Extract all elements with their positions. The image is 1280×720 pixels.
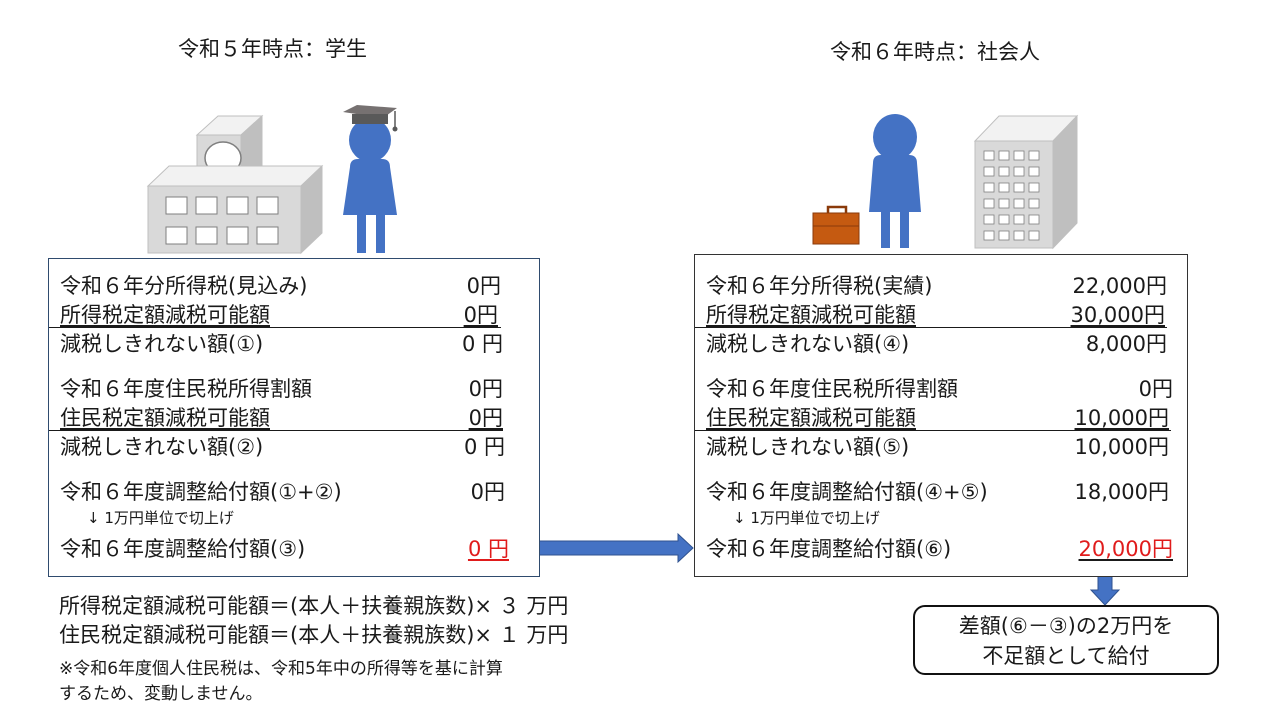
row: 令和６年分所得税(実績) 22,000円 [695, 270, 1187, 298]
row: 住民税定額減税可能額 0円 [49, 402, 503, 431]
transition-arrow [514, 532, 694, 564]
row-value: 0 円 [463, 435, 505, 459]
row-value: 0円 [466, 274, 501, 298]
row-label: 減税しきれない額(④) [706, 332, 910, 356]
row: 住民税定額減税可能額 10,000円 [695, 402, 1171, 431]
difference-callout: 差額(⑥－③)の2万円を 不足額として給付 [913, 605, 1219, 675]
row-value: 0円 [1138, 377, 1173, 401]
row-value: 8,000円 [1085, 332, 1167, 356]
footnote-line1: ※令和6年度個人住民税は、令和5年中の所得等を基に計算 [59, 659, 503, 679]
resident-tax-formula: 住民税定額減税可能額＝(本人＋扶養親族数)× １ 万円 [59, 623, 569, 647]
row-label: 令和６年度調整給付額(④+⑤) [706, 480, 988, 504]
highlight-value: 20,000円 [1078, 537, 1173, 561]
row-label: 令和６年分所得税(実績) [706, 274, 933, 298]
row-label: 減税しきれない額(①) [60, 332, 264, 356]
row-label: 令和６年度調整給付額(③) [60, 537, 306, 561]
right-box: 令和６年分所得税(実績) 22,000円 所得税定額減税可能額 30,000円 … [694, 254, 1188, 577]
highlight-value: 0 円 [467, 537, 509, 561]
row: 減税しきれない額(⑤) 10,000円 [695, 431, 1187, 459]
row: 所得税定額減税可能額 30,000円 [695, 299, 1167, 328]
rounding-note: ↓ 1万円単位で切上げ [87, 509, 234, 527]
income-tax-formula: 所得税定額減税可能額＝(本人＋扶養親族数)× ３ 万円 [59, 594, 569, 618]
row-label: 所得税定額減税可能額 [60, 303, 270, 327]
row-value: 18,000円 [1074, 480, 1169, 504]
row-label: 住民税定額減税可能額 [706, 406, 916, 430]
school-building-icon [146, 114, 324, 255]
row: 減税しきれない額(②) 0 円 [49, 431, 539, 459]
row-value: 0円 [468, 406, 503, 430]
row-label: 令和６年度調整給付額(⑥) [706, 537, 952, 561]
rounding-note: ↓ 1万円単位で切上げ [733, 509, 880, 527]
worker-person-icon [869, 114, 921, 248]
row: 所得税定額減税可能額 0円 [49, 299, 501, 328]
row: 令和６年度住民税所得割額 0円 [49, 373, 539, 401]
callout-line1: 差額(⑥－③)の2万円を [958, 614, 1174, 638]
footnote-line2: するため、変動しません。 [59, 684, 263, 704]
row: 減税しきれない額(④) 8,000円 [695, 328, 1187, 356]
office-building-icon [973, 114, 1079, 250]
callout-line2: 不足額として給付 [982, 644, 1150, 668]
row-value: 30,000円 [1070, 303, 1165, 327]
row-value: 22,000円 [1072, 274, 1167, 298]
row-value: 10,000円 [1074, 406, 1169, 430]
row-label: 減税しきれない額(⑤) [706, 435, 910, 459]
briefcase-icon [812, 205, 860, 245]
row: 令和６年度調整給付額(③) 0 円 [49, 533, 539, 561]
row-value: 0円 [468, 377, 503, 401]
row: 減税しきれない額(①) 0 円 [49, 328, 539, 356]
row-value: 0円 [470, 480, 505, 504]
row-value: 0 円 [461, 332, 503, 356]
row: 令和６年度調整給付額(⑥) 20,000円 [695, 533, 1187, 561]
right-title: 令和６年時点：社会人 [830, 40, 1040, 64]
row-label: 令和６年度住民税所得割額 [60, 377, 312, 401]
row-value: 0円 [463, 303, 498, 327]
row: 令和６年度調整給付額(①+②) 0円 [49, 476, 539, 504]
row-label: 令和６年分所得税(見込み) [60, 274, 308, 298]
row-label: 令和６年度調整給付額(①+②) [60, 480, 342, 504]
row-label: 令和６年度住民税所得割額 [706, 377, 958, 401]
student-person-icon [343, 105, 398, 253]
row-value: 10,000円 [1074, 435, 1169, 459]
row: 令和６年度住民税所得割額 0円 [695, 373, 1187, 401]
row-label: 所得税定額減税可能額 [706, 303, 916, 327]
row-label: 住民税定額減税可能額 [60, 406, 270, 430]
row-label: 減税しきれない額(②) [60, 435, 264, 459]
left-title: 令和５年時点：学生 [178, 37, 367, 61]
left-box: 令和６年分所得税(見込み) 0円 所得税定額減税可能額 0円 減税しきれない額(… [48, 258, 540, 577]
row: 令和６年分所得税(見込み) 0円 [49, 270, 539, 298]
row: 令和６年度調整給付額(④+⑤) 18,000円 [695, 476, 1187, 504]
